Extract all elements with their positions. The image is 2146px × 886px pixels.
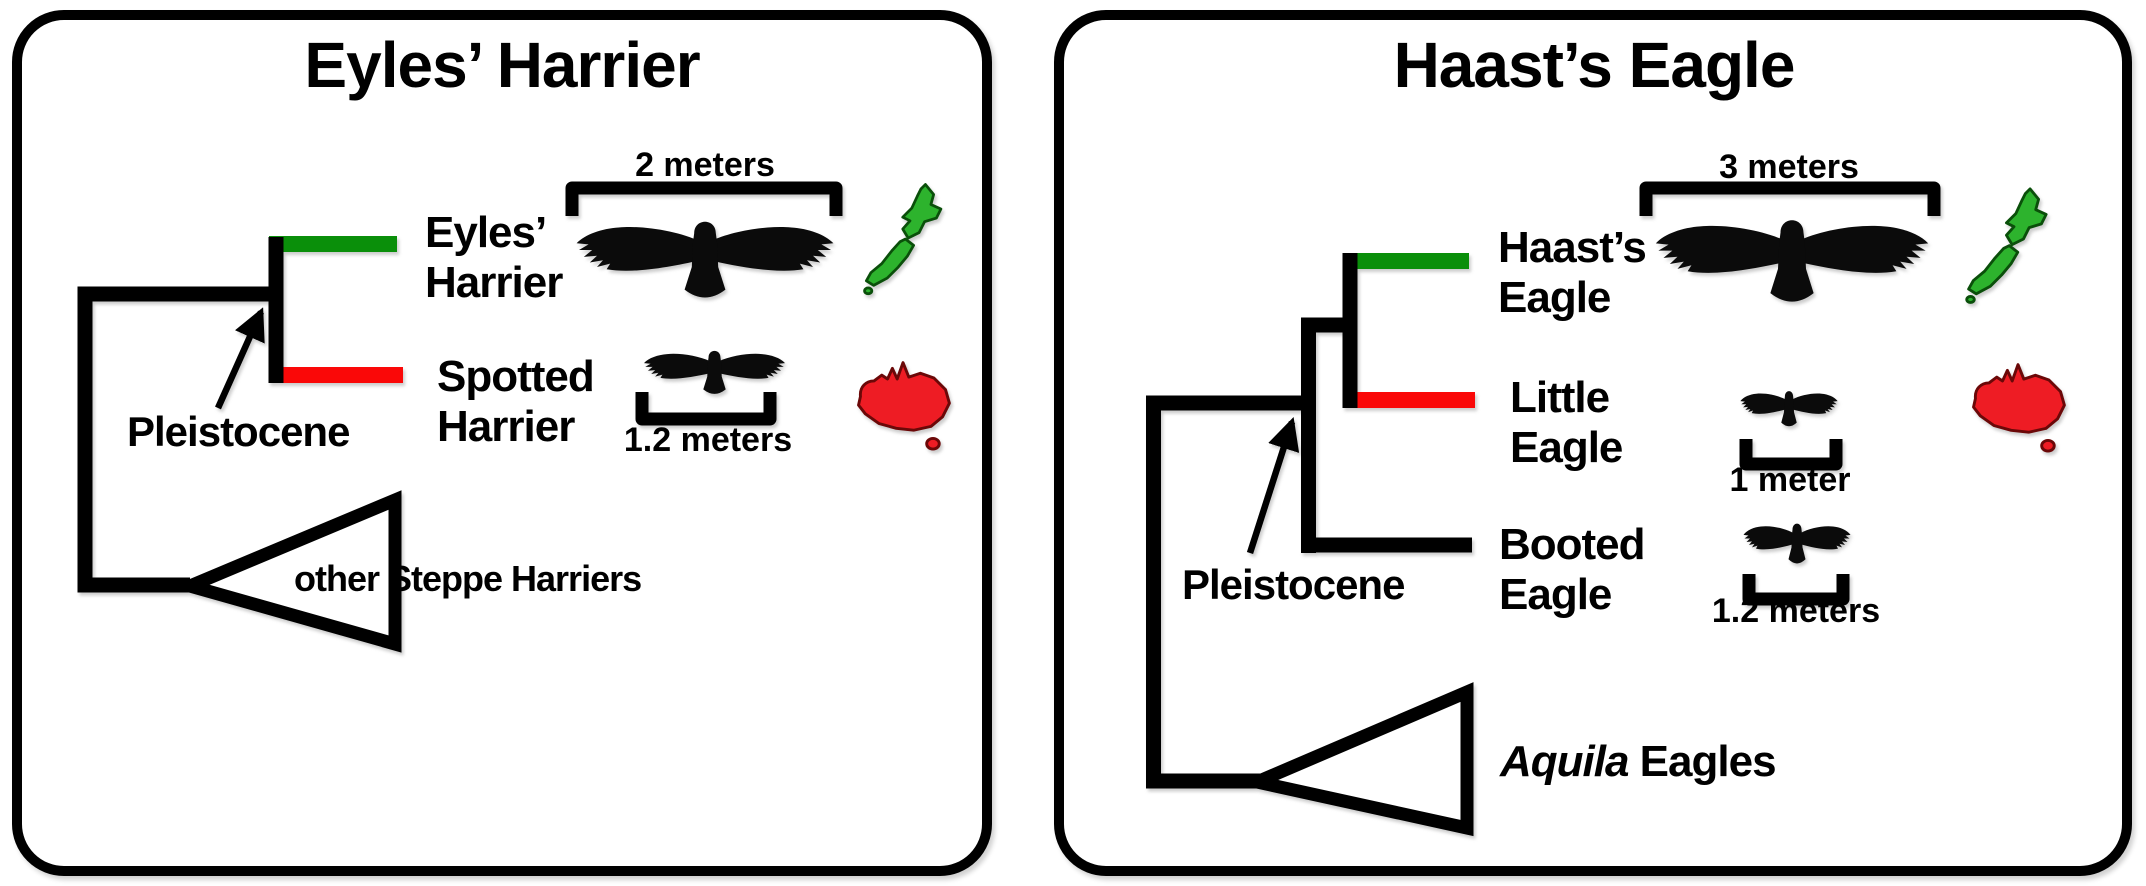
outgroup-triangle [1235, 682, 1474, 837]
bird-silhouette-booted-eagle [1743, 523, 1851, 564]
wingspan-bracket-up [1742, 574, 1850, 606]
taxon-label-eyles-harrier: Eyles’ Harrier [425, 208, 563, 308]
australia-map-icon [1972, 363, 2066, 453]
taxon-line1: Haast’s [1498, 223, 1647, 272]
outgroup-label-genus: Aquila [1500, 737, 1629, 786]
taxon-line2: Eagle [1499, 570, 1612, 619]
tree-trunk [77, 286, 283, 593]
panel-eyles-harrier: Eyles’ Harrier Pleistocene Eyles’ Harrie… [12, 10, 992, 876]
wingspan-label-eyles: 2 meters [635, 146, 775, 184]
phylogenetic-tree [77, 236, 403, 653]
australia-map-icon [857, 361, 951, 451]
wingspan-label-little: 1 meter [1729, 461, 1851, 499]
wingspan-bracket-up [635, 392, 777, 426]
wingspan-label-haasts: 3 meters [1719, 148, 1859, 186]
taxon-line1: Little [1510, 373, 1610, 422]
taxon-line2: Eagle [1498, 273, 1611, 322]
wingspan-label-booted: 1.2 meters [1711, 592, 1881, 630]
taxon-label-booted-eagle: Booted Eagle [1499, 520, 1646, 620]
taxon-line1: Booted [1499, 520, 1646, 569]
pleistocene-arrow [1246, 417, 1300, 554]
wingspan-bracket-down [565, 181, 843, 216]
phylogenetic-tree [1146, 253, 1475, 837]
wingspan-bracket-down [1639, 181, 1941, 216]
panel-haasts-eagle: Haast’s Eagle Pleistocene Haast’s Eagle … [1054, 10, 2132, 876]
taxon-line2: Harrier [425, 258, 563, 307]
taxon-line1: Spotted [437, 352, 595, 401]
tree-trunk [1146, 395, 1316, 789]
page-title: Haast’s Eagle [1393, 29, 1796, 101]
taxon-label-spotted-harrier: Spotted Harrier [437, 352, 595, 452]
wingspan-bracket-up [1739, 439, 1843, 471]
outgroup-label-aquila-eagles: Aquila Eagles [1500, 737, 1777, 787]
wingspan-label-spotted: 1.2 meters [623, 421, 793, 459]
taxon-line2: Harrier [437, 402, 575, 451]
bird-silhouette-haasts-eagle [1655, 220, 1929, 302]
outgroup-label-steppe-harriers: other Steppe Harriers [294, 558, 642, 599]
taxon-line1: Eyles’ [425, 208, 547, 257]
taxon-label-little-eagle: Little Eagle [1510, 373, 1623, 473]
outgroup-label-rest: Eagles [1628, 737, 1777, 786]
page-title: Eyles’ Harrier [304, 29, 700, 101]
taxon-line2: Eagle [1510, 423, 1623, 472]
pleistocene-label: Pleistocene [127, 408, 350, 455]
new-zealand-map-icon [1965, 187, 2048, 304]
new-zealand-map-icon [863, 183, 943, 296]
bird-silhouette-little-eagle [1740, 391, 1838, 427]
taxon-label-haasts-eagle: Haast’s Eagle [1498, 223, 1647, 323]
pleistocene-label: Pleistocene [1182, 561, 1405, 608]
pleistocene-arrow [215, 307, 265, 410]
outgroup-triangle [170, 490, 402, 653]
bird-silhouette-eyles-harrier [576, 221, 834, 298]
